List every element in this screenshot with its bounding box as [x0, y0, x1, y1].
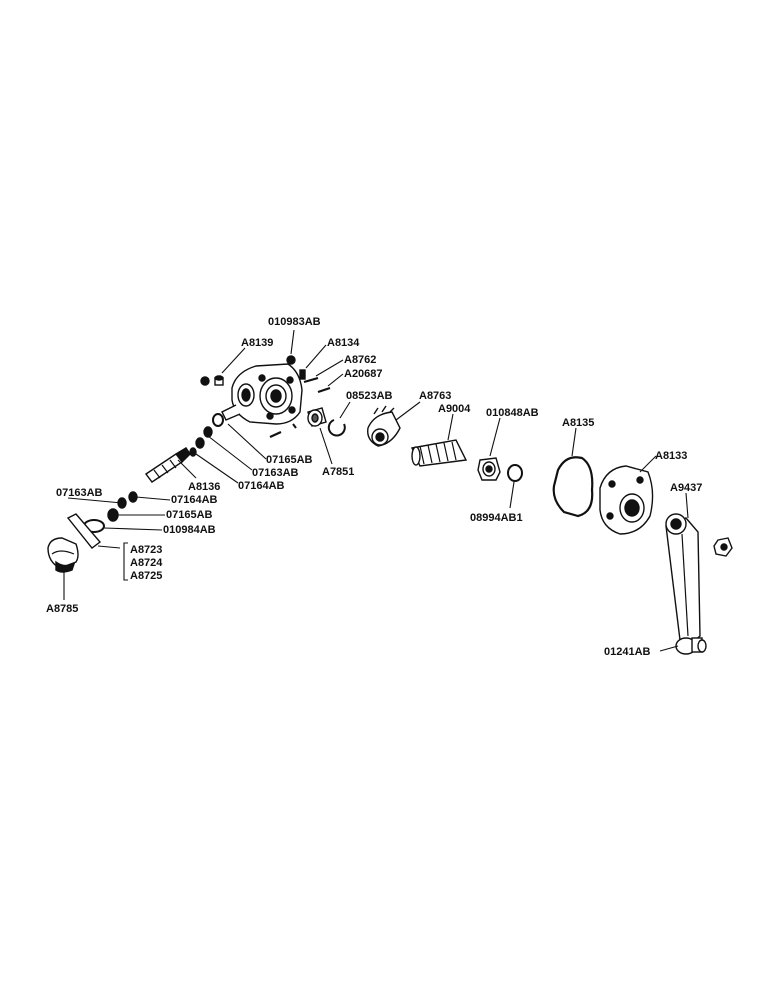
- part-08994ab1-washer: [507, 464, 523, 482]
- label-a9437: A9437: [670, 482, 702, 494]
- part-a8139-stud: [214, 375, 224, 386]
- leader-010984ab: [103, 527, 163, 531]
- leader-08523ab: [339, 401, 351, 419]
- label-a9004: A9004: [438, 403, 471, 415]
- leader-a8139: [221, 347, 246, 374]
- leader-a9437: [685, 492, 689, 519]
- leader-a8136: [177, 459, 197, 479]
- leader-010848ab: [489, 417, 501, 457]
- part-a8136-shaft: [144, 447, 191, 483]
- leader-a8134: [305, 344, 327, 369]
- label-a8135: A8135: [562, 417, 594, 429]
- part-01241ab-ball-stud: [675, 637, 707, 655]
- label-08523ab: 08523AB: [346, 390, 393, 402]
- label-07164ab-b: 07164AB: [171, 494, 218, 506]
- label-07164ab-a: 07164AB: [238, 480, 285, 492]
- part-labels: 010983AB A8139 A8134 A8762 A20687 08523A…: [46, 316, 702, 658]
- part-bolt-lower: [269, 430, 282, 439]
- label-010848ab: 010848AB: [486, 407, 539, 419]
- label-010983ab: 010983AB: [268, 316, 321, 328]
- leader-a8763: [395, 401, 421, 421]
- part-drawings: [47, 355, 733, 655]
- label-07165ab-a: 07165AB: [266, 454, 313, 466]
- part-gear-housing: [221, 363, 303, 425]
- label-07163ab-b: 07163AB: [56, 487, 103, 499]
- part-a8762-bolt: [303, 376, 319, 384]
- part-a8135-gasket: [552, 456, 594, 518]
- part-a8723-spring: [66, 513, 102, 549]
- part-08523ab-ring: [327, 419, 346, 437]
- leader-07163ab-b: [67, 497, 123, 504]
- label-a8139: A8139: [241, 337, 273, 349]
- label-a20687: A20687: [344, 368, 383, 380]
- leader-a8723: [97, 545, 121, 549]
- leader-a7851: [319, 427, 333, 465]
- leader-lines: [63, 329, 689, 652]
- leader-a20687: [327, 373, 344, 387]
- part-small-nut: [200, 376, 210, 386]
- label-01241ab: 01241AB: [604, 646, 651, 658]
- leader-08994ab1: [509, 481, 515, 509]
- part-a8785-horn-button: [47, 537, 79, 573]
- label-a8785: A8785: [46, 603, 78, 615]
- leader-a8133: [639, 455, 657, 473]
- part-010848ab-nut: [477, 457, 501, 481]
- leader-07164ab-b: [135, 496, 171, 501]
- part-010983ab: [286, 355, 296, 365]
- leader-010983ab: [290, 329, 295, 355]
- label-a8723: A8723: [130, 544, 162, 556]
- label-a8133: A8133: [655, 450, 687, 462]
- leader-07163ab-a: [207, 435, 253, 471]
- label-a8134: A8134: [327, 337, 360, 349]
- part-pitman-nut: [713, 537, 733, 557]
- label-a8763: A8763: [419, 390, 451, 402]
- label-08994ab1: 08994AB1: [470, 512, 523, 524]
- leader-01241ab: [659, 645, 679, 652]
- label-a8136: A8136: [188, 481, 220, 493]
- part-a20687-bolt: [317, 386, 331, 394]
- part-a7851-bushing: [307, 407, 327, 427]
- label-07165ab-b: 07165AB: [166, 509, 213, 521]
- part-a9437-pitman-arm: [665, 513, 701, 645]
- part-a8134: [299, 369, 306, 380]
- leader-07165ab-a: [227, 423, 267, 460]
- part-a9004-worm: [410, 439, 468, 467]
- leader-a8762: [315, 359, 344, 377]
- label-a8725: A8725: [130, 570, 162, 582]
- label-a8762: A8762: [344, 354, 376, 366]
- leader-07164ab-a: [195, 453, 239, 484]
- label-a8724: A8724: [130, 557, 163, 569]
- part-a8763-sector: [367, 405, 401, 447]
- part-a8133-cover: [599, 465, 654, 535]
- part-bolt-lower-2: [292, 423, 297, 429]
- label-010984ab: 010984AB: [163, 524, 216, 536]
- label-07163ab-a: 07163AB: [252, 467, 299, 479]
- bracket-a8723-group: [123, 542, 128, 581]
- leader-a8135: [571, 427, 577, 457]
- leader-a9004: [447, 413, 454, 441]
- label-a7851: A7851: [322, 466, 354, 478]
- part-washer-stack-upper: [189, 413, 224, 457]
